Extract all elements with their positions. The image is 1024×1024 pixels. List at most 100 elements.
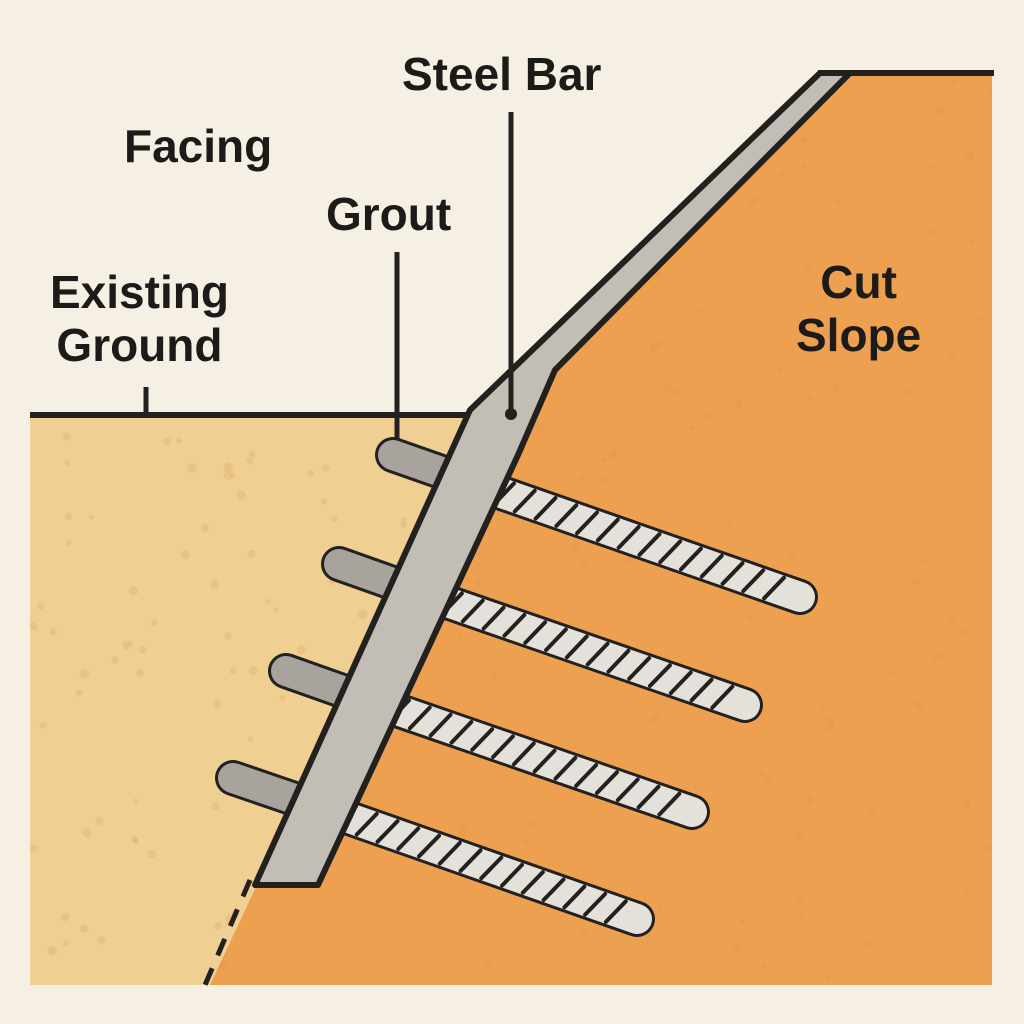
soil-dot xyxy=(246,457,254,465)
steel-bar-thread xyxy=(417,833,441,859)
steel-bar-thread xyxy=(458,848,483,873)
soil-dot xyxy=(212,699,222,708)
soil-dot xyxy=(656,341,663,348)
soil-dot xyxy=(187,463,197,473)
soil-dot xyxy=(888,669,894,675)
soil-dot xyxy=(97,936,106,945)
soil-dot xyxy=(884,476,890,482)
soil-dot xyxy=(456,634,462,640)
soil-dot xyxy=(762,774,772,783)
soil-dot xyxy=(273,607,280,613)
soil-dot xyxy=(662,383,673,393)
soil-dot xyxy=(570,542,580,553)
soil-dot xyxy=(983,843,992,853)
soil-dot xyxy=(247,549,256,558)
steel-bar-thread xyxy=(603,899,628,924)
steel-bar-label: Steel Bar xyxy=(402,48,602,100)
soil-dot xyxy=(111,655,119,664)
soil-dot xyxy=(490,671,498,680)
soil-dot xyxy=(926,164,933,171)
soil-dot xyxy=(578,475,586,483)
soil-dot xyxy=(822,328,831,337)
soil-dot xyxy=(734,399,744,408)
soil-dot xyxy=(667,195,677,204)
steel-bar-thread xyxy=(491,734,515,759)
soil-dot xyxy=(789,553,798,561)
soil-dot xyxy=(578,929,587,938)
soil-dot xyxy=(308,305,316,314)
soil-dot xyxy=(454,295,463,304)
soil-dot xyxy=(933,651,944,662)
soil-dot xyxy=(825,974,831,980)
existing-ground-label-line-2: Ground xyxy=(56,318,223,371)
soil-dot xyxy=(200,523,210,533)
soil-dot xyxy=(655,270,664,279)
existing-ground-label: Existing Ground xyxy=(50,266,229,372)
steel-bar-thread xyxy=(375,819,400,844)
soil-dot xyxy=(286,396,292,402)
soil-dot xyxy=(82,828,92,838)
soil-dot xyxy=(264,598,271,604)
cut-slope-label: Cut Slope xyxy=(796,256,921,362)
soil-dot xyxy=(590,137,596,143)
soil-dot xyxy=(483,960,493,969)
soil-dot xyxy=(223,470,234,481)
soil-dot xyxy=(218,961,227,970)
soil-dot xyxy=(671,388,680,397)
soil-dot xyxy=(49,628,57,636)
steel-bar-thread xyxy=(470,727,495,752)
soil-dot xyxy=(344,78,354,88)
soil-dot xyxy=(966,150,976,160)
soil-dot xyxy=(406,292,417,303)
cut-slope-label-line-2: Slope xyxy=(796,308,922,361)
soil-dot xyxy=(353,140,360,147)
steel-bar-thread xyxy=(532,748,557,774)
soil-dot xyxy=(796,895,805,905)
soil-dot xyxy=(657,904,663,910)
soil-dot xyxy=(127,640,133,647)
steel-bar-thread xyxy=(481,605,506,631)
soil-dot xyxy=(139,646,147,654)
soil-dot xyxy=(758,770,764,776)
soil-dot xyxy=(279,695,286,701)
soil-dot xyxy=(688,425,694,431)
soil-dot xyxy=(322,464,330,472)
soil-dot xyxy=(224,632,232,640)
steel-bar-thread xyxy=(583,892,608,917)
soil-dot xyxy=(911,577,920,586)
soil-dot xyxy=(407,357,418,367)
soil-dot xyxy=(703,412,710,419)
steel-bar-thread xyxy=(564,634,589,660)
soil-dot xyxy=(39,722,47,729)
soil-dot xyxy=(803,265,811,273)
steel-bar-thread xyxy=(637,532,662,557)
soil-dot xyxy=(324,344,333,353)
steel-bar-thread xyxy=(648,663,672,688)
steel-bar-thread xyxy=(689,677,714,703)
steel-bar-thread xyxy=(636,784,661,810)
steel-bar-thread xyxy=(533,496,558,521)
soil-dot xyxy=(528,821,536,829)
soil-dot xyxy=(309,357,317,365)
soil-dot xyxy=(535,422,545,432)
steel-bar-thread xyxy=(595,517,620,543)
steel-bar-thread xyxy=(523,620,548,645)
soil-dot xyxy=(331,403,338,410)
steel-bar-leader-dot xyxy=(505,408,517,420)
soil-dot xyxy=(79,924,89,933)
steel-bar-thread xyxy=(437,841,462,866)
steel-bar-thread xyxy=(512,488,537,514)
soil-dot xyxy=(284,352,292,360)
soil-dot xyxy=(136,669,144,677)
soil-dot xyxy=(733,944,743,955)
steel-bar-thread xyxy=(562,884,587,910)
steel-bar-thread xyxy=(720,561,745,586)
steel-bar-thread xyxy=(541,877,566,902)
soil-nail xyxy=(375,437,818,615)
soil-dot xyxy=(867,807,877,816)
steel-bar-thread xyxy=(428,712,453,738)
soil-dot xyxy=(777,367,783,373)
soil-dot xyxy=(400,521,407,529)
steel-bar-thread xyxy=(396,826,421,851)
